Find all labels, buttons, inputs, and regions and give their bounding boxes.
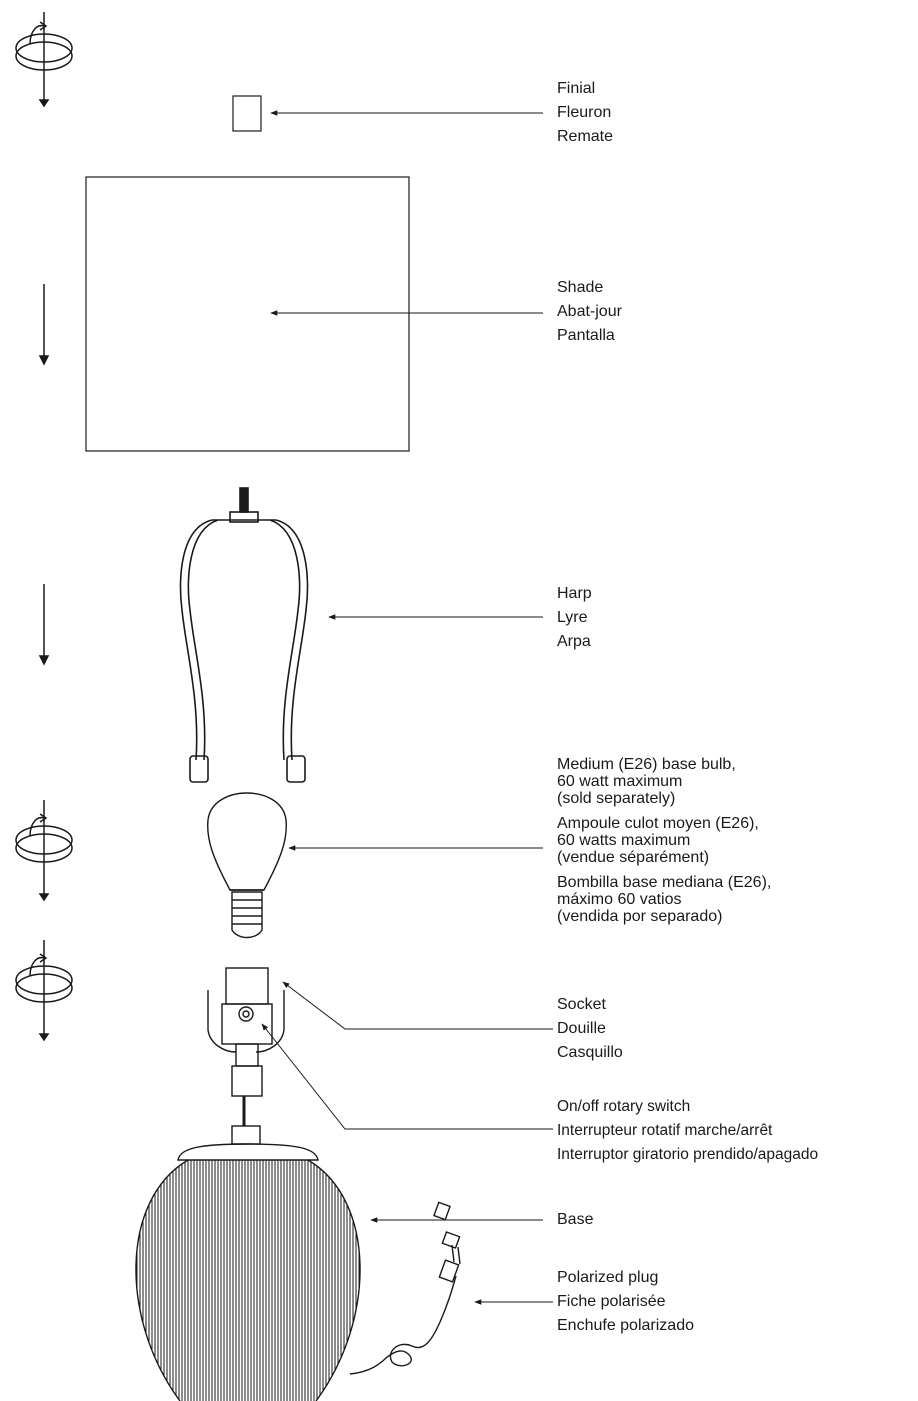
socket-part	[207, 967, 285, 1145]
shade-part	[85, 176, 410, 452]
plug-label-fr: Fiche polarisée	[557, 1293, 666, 1310]
bulb-es-line-3: (vendida por separado)	[557, 908, 723, 925]
bulb-es-line-1: Bombilla base mediana (E26),	[557, 874, 772, 891]
base-part	[135, 1143, 361, 1401]
bulb-fr-line-3: (vendue séparément)	[557, 849, 710, 866]
plug-label: Polarized plug Fiche polarisée Enchufe p…	[557, 1266, 694, 1338]
bulb-en-line-2: 60 watt maximum	[557, 773, 683, 790]
bulb-fr-line-2: 60 watts maximum	[557, 832, 691, 849]
switch-label-es: Interruptor giratorio prendido/apagado	[557, 1146, 819, 1163]
finial-part	[232, 95, 262, 132]
harp-label-es: Arpa	[557, 633, 591, 650]
base-label-en: Base	[557, 1211, 594, 1228]
shade-label-fr: Abat-jour	[557, 303, 622, 320]
plug-label-es: Enchufe polarizado	[557, 1317, 694, 1334]
plug-label-en: Polarized plug	[557, 1269, 659, 1286]
rotate-icon-socket	[15, 940, 73, 1042]
shade-label: Shade Abat-jour Pantalla	[557, 276, 622, 348]
finial-label-en: Finial	[557, 80, 596, 97]
finial-label-es: Remate	[557, 128, 614, 145]
switch-label-fr: Interrupteur rotatif marche/arrêt	[557, 1122, 773, 1139]
switch-label-en: On/off rotary switch	[557, 1098, 691, 1115]
harp-label: Harp Lyre Arpa	[557, 582, 592, 654]
bulb-label: Medium (E26) base bulb, 60 watt maximum …	[557, 756, 771, 933]
down-arrow-icon-harp	[38, 584, 50, 666]
finial-label: Finial Fleuron Remate	[557, 77, 613, 149]
harp-label-fr: Lyre	[557, 609, 588, 626]
rotate-icon-bulb	[15, 800, 73, 902]
leader-lines	[261, 110, 553, 1305]
bulb-label-es: Bombilla base mediana (E26), máximo 60 v…	[557, 874, 771, 925]
bulb-en-line-3: (sold separately)	[557, 790, 676, 807]
base-label: Base	[557, 1208, 593, 1232]
socket-label-fr: Douille	[557, 1020, 606, 1037]
shade-label-es: Pantalla	[557, 327, 615, 344]
bulb-es-line-2: máximo 60 vatios	[557, 891, 682, 908]
bulb-part	[207, 792, 287, 939]
bulb-en-line-1: Medium (E26) base bulb,	[557, 756, 736, 773]
down-arrow-icon-shade	[38, 284, 50, 366]
harp-label-en: Harp	[557, 585, 592, 602]
bulb-fr-line-1: Ampoule culot moyen (E26),	[557, 815, 759, 832]
harp-part	[179, 487, 309, 783]
socket-label-en: Socket	[557, 996, 606, 1013]
bulb-label-fr: Ampoule culot moyen (E26), 60 watts maxi…	[557, 815, 771, 866]
switch-label: On/off rotary switch Interrupteur rotati…	[557, 1095, 818, 1167]
cord-and-plug-part	[349, 1201, 461, 1375]
socket-label-es: Casquillo	[557, 1044, 623, 1061]
rotate-icon-top	[15, 12, 73, 108]
shade-label-en: Shade	[557, 279, 604, 296]
finial-label-fr: Fleuron	[557, 104, 612, 121]
socket-label: Socket Douille Casquillo	[557, 993, 623, 1065]
bulb-label-en: Medium (E26) base bulb, 60 watt maximum …	[557, 756, 771, 807]
